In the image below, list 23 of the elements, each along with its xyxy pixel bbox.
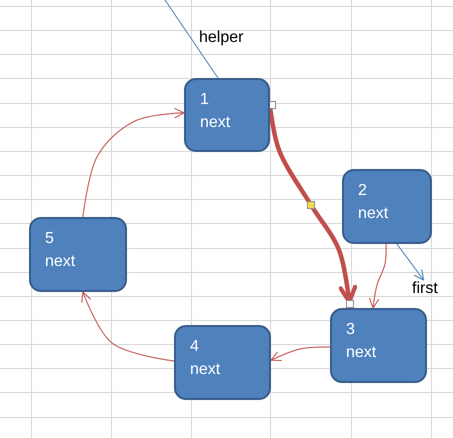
field-label: next — [45, 252, 76, 272]
pointer-label: first — [412, 280, 438, 298]
node-box — [184, 78, 270, 152]
edge-label: helper — [199, 29, 244, 47]
node-box — [174, 325, 271, 400]
node-box — [342, 169, 432, 244]
node-box — [330, 308, 427, 383]
node-number: 2 — [358, 180, 367, 200]
arrow — [268, 101, 358, 310]
field-label: next — [200, 112, 230, 132]
field-label: next — [346, 342, 376, 362]
arrow — [81, 292, 174, 362]
arrow — [396, 244, 424, 280]
arrow — [369, 244, 387, 308]
node-number: 4 — [190, 336, 199, 356]
field-label: next — [358, 204, 388, 224]
node-box — [29, 217, 127, 292]
field-label: next — [190, 360, 220, 380]
arrow — [82, 108, 184, 218]
node-number: 5 — [45, 228, 54, 248]
node-number: 1 — [200, 90, 209, 110]
arrow — [270, 346, 330, 361]
node-number: 3 — [346, 320, 355, 340]
